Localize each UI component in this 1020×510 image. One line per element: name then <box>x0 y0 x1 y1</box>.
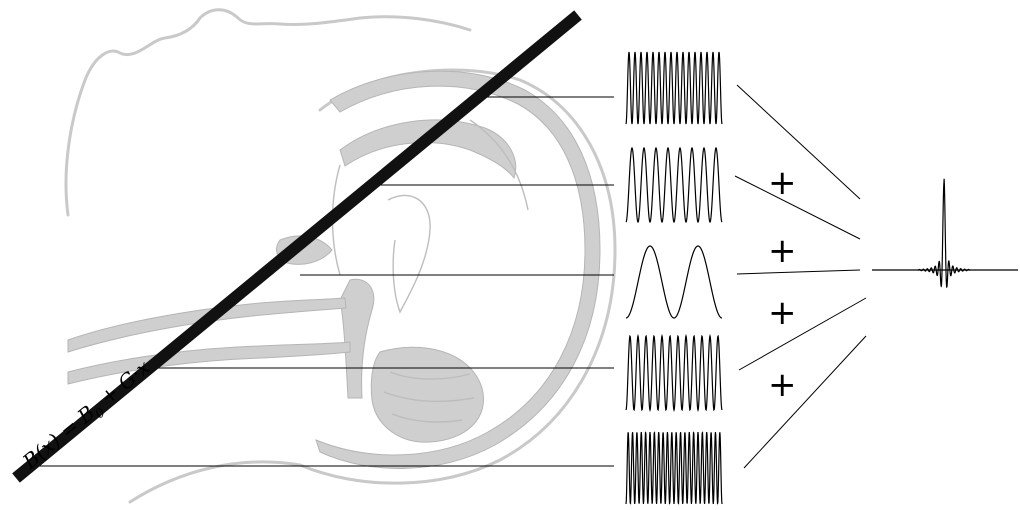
signal-waveforms <box>626 52 722 504</box>
plus-sign-3: + <box>768 293 797 333</box>
corpus-callosum <box>340 120 516 178</box>
medium-frequency-signal <box>626 148 722 222</box>
high-frequency-signal-1 <box>626 52 722 124</box>
high-frequency-signal-2 <box>626 336 722 410</box>
ventricle-outline <box>388 195 430 312</box>
sum-line-5 <box>744 336 866 468</box>
brainstem <box>340 279 374 398</box>
highest-frequency-signal <box>626 432 722 504</box>
plus-signs: + + + + <box>768 163 797 405</box>
cerebellum <box>371 347 483 442</box>
plus-sign-2: + <box>768 231 797 271</box>
sum-line-4 <box>739 298 866 370</box>
face-profile-outline <box>66 10 470 215</box>
sum-line-2 <box>735 176 860 239</box>
sum-line-3 <box>737 270 860 274</box>
combined-signal <box>872 179 1018 287</box>
summation-lines <box>735 85 866 468</box>
combined-signal-peak <box>918 179 970 287</box>
plus-sign-1: + <box>768 163 797 203</box>
sum-line-1 <box>737 85 860 199</box>
low-frequency-signal <box>626 246 722 318</box>
plus-sign-4: + <box>768 365 797 405</box>
head-anatomy-illustration <box>66 10 615 502</box>
neck-outline <box>130 462 300 502</box>
